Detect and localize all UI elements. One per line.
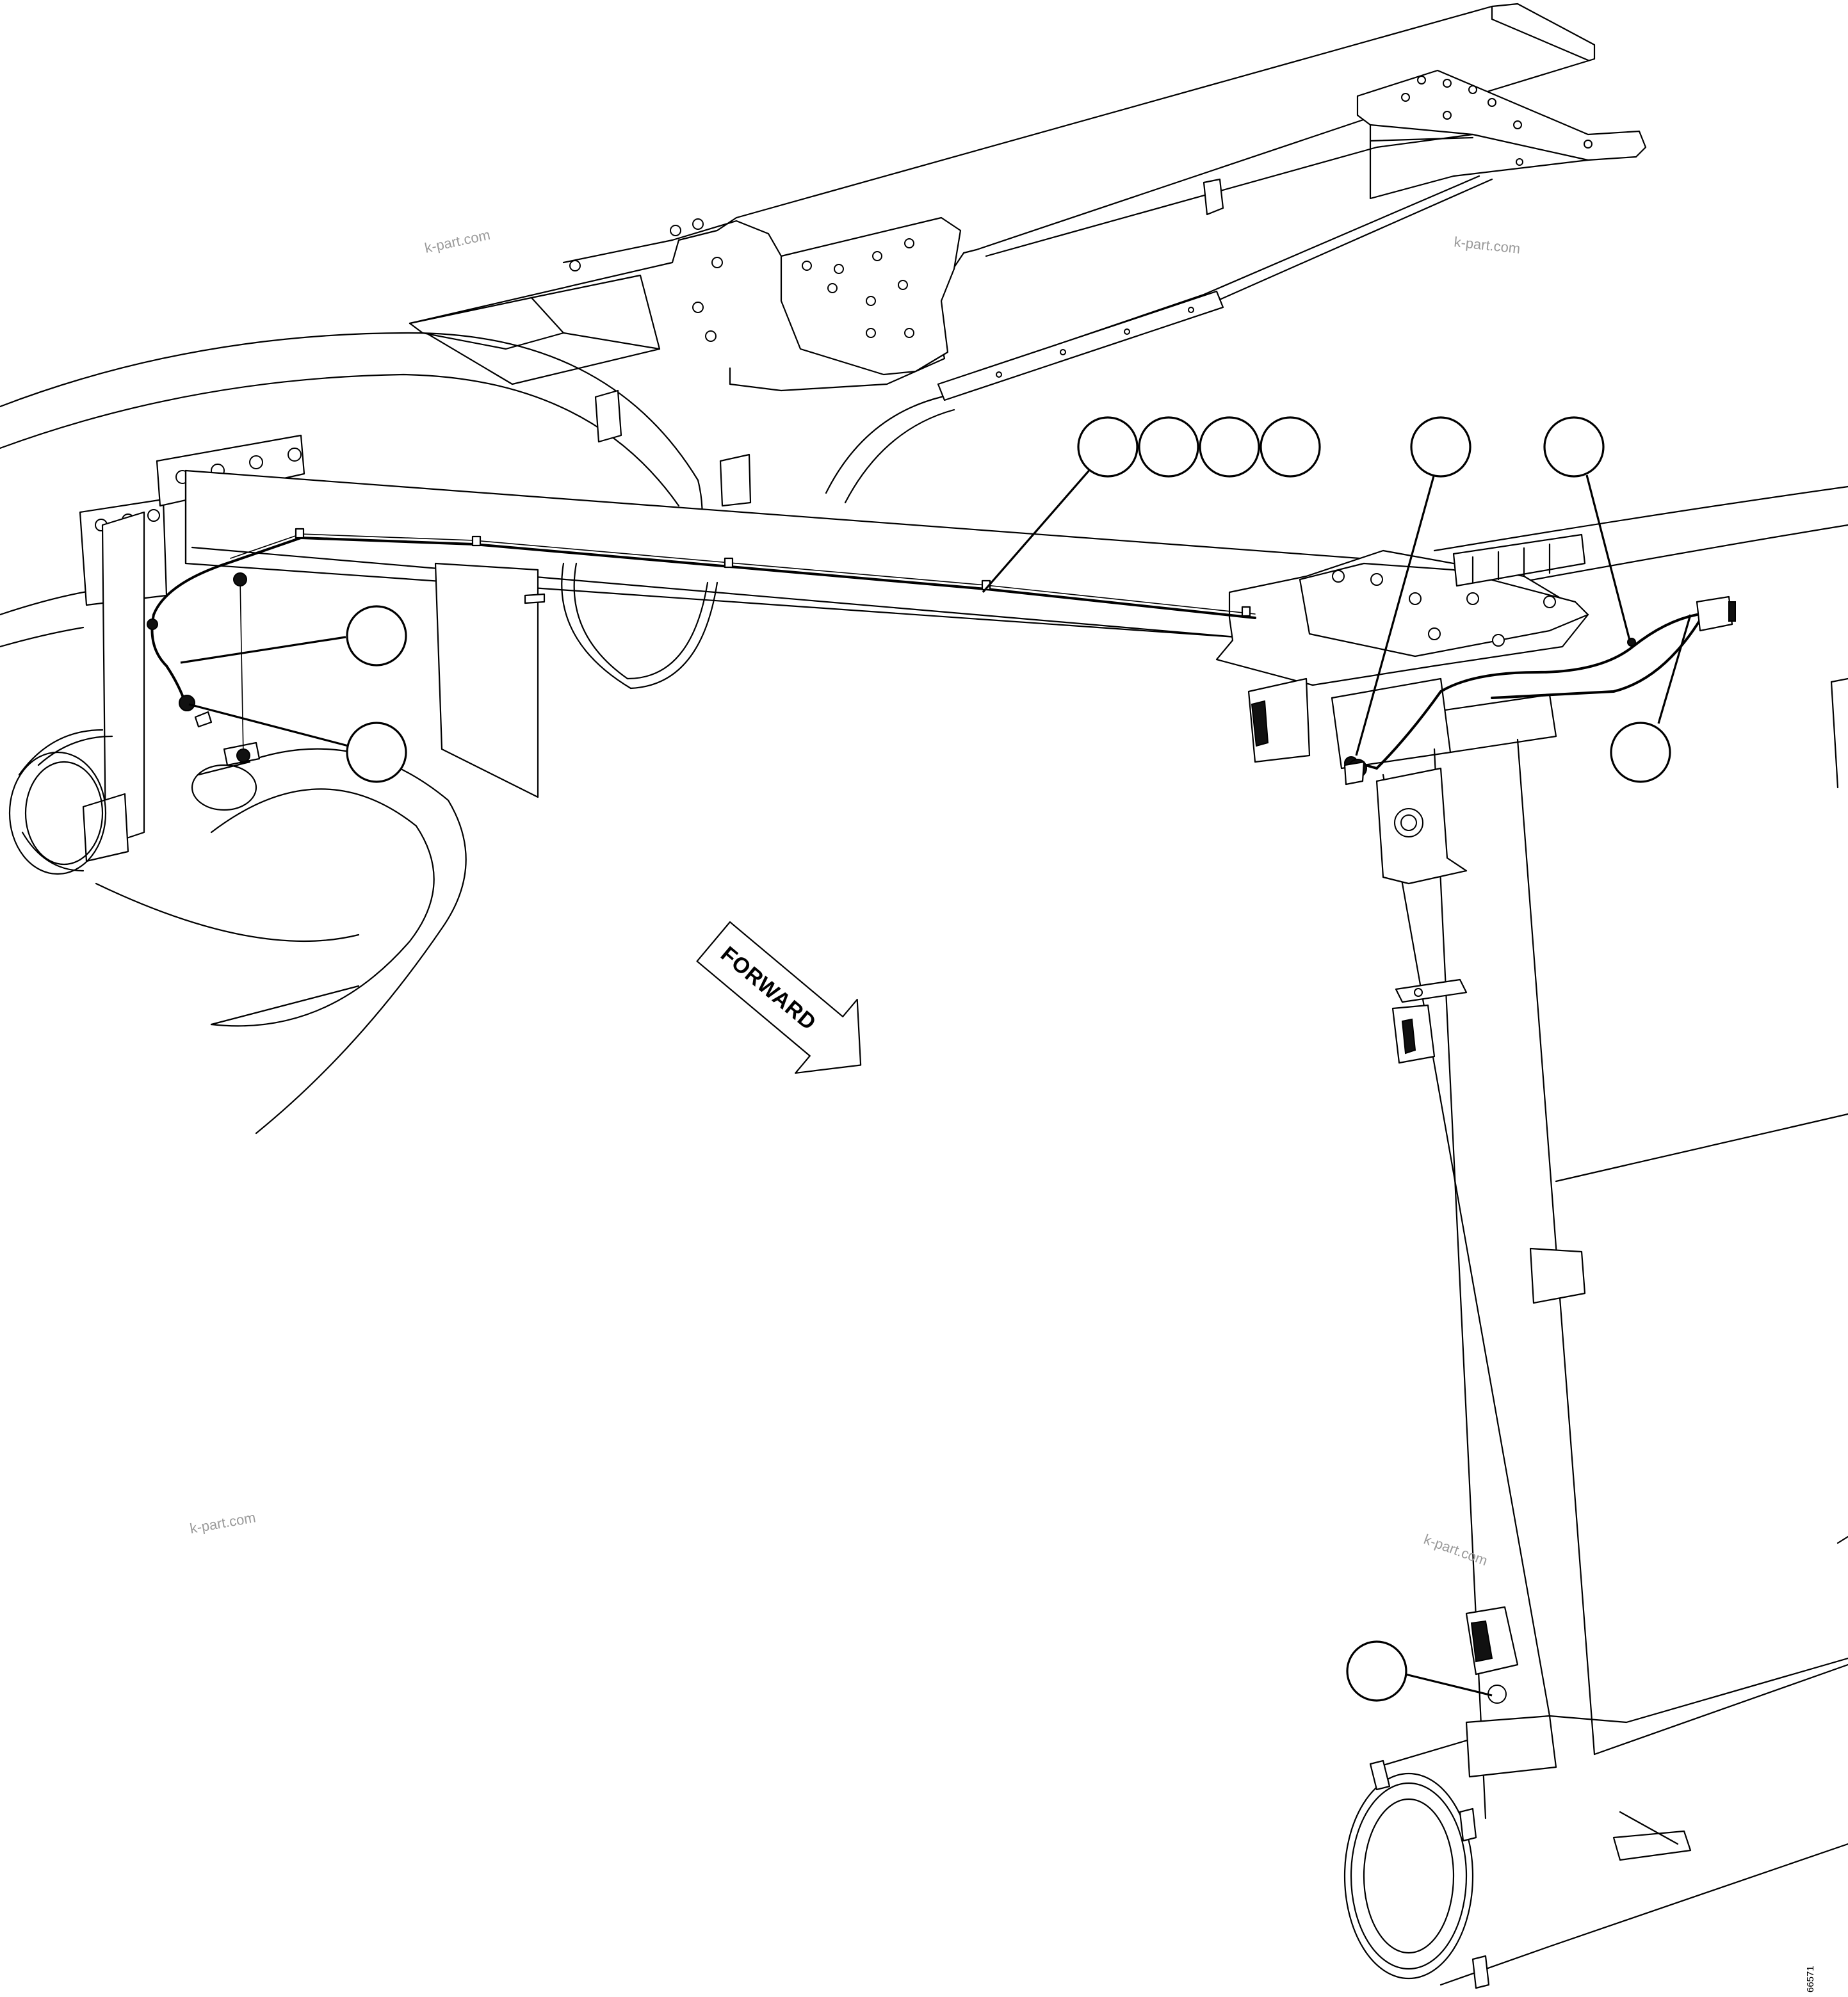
callout-3[interactable] (1199, 416, 1260, 478)
right-panel-lines (1555, 677, 1848, 1756)
wiring-harness (147, 528, 1736, 786)
callout-1[interactable] (1077, 416, 1139, 478)
callout-8[interactable] (346, 605, 407, 667)
callout-7[interactable] (1610, 722, 1671, 783)
left-exhaust-pipe (8, 511, 467, 1135)
document-number: 66571 (1805, 1966, 1816, 1993)
vertical-column (1375, 738, 1596, 1820)
right-bracket-cluster (1215, 533, 1589, 770)
callout-group-bottom (1346, 1640, 1493, 1702)
bottom-cylinder (1343, 1657, 1848, 1989)
callout-5[interactable] (1410, 416, 1471, 478)
callout-10[interactable] (1346, 1640, 1407, 1702)
cross-beam (79, 389, 1429, 798)
watermark: k-part.com (1453, 234, 1521, 257)
forward-direction-arrow: FORWARD (696, 921, 862, 1074)
callout-group-left (180, 605, 407, 783)
watermark: k-part.com (1422, 1531, 1489, 1569)
callout-9[interactable] (346, 722, 407, 783)
callout-2[interactable] (1138, 416, 1199, 478)
callout-group-right (1355, 416, 1692, 783)
watermark: k-part.com (423, 227, 492, 256)
callout-4[interactable] (1260, 416, 1321, 478)
callout-group-top (982, 416, 1321, 594)
upper-frame-rail (409, 3, 1647, 401)
watermark: k-part.com (189, 1509, 257, 1537)
callout-6[interactable] (1543, 416, 1605, 478)
